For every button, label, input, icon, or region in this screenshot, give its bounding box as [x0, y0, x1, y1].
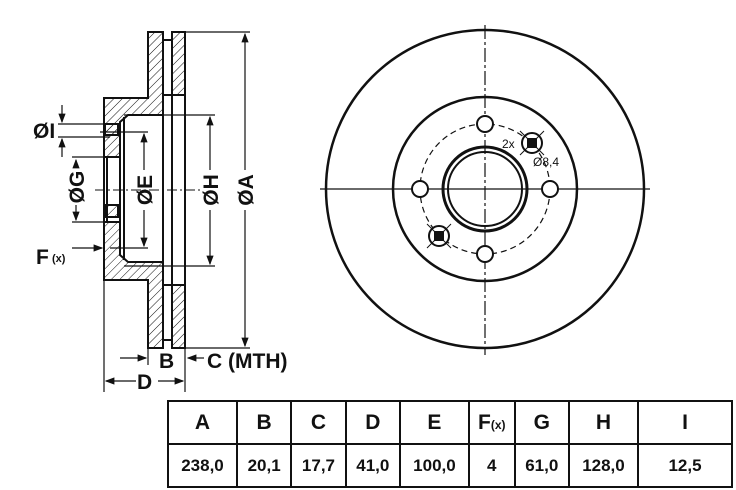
- label-c-mth: C (MTH): [207, 350, 287, 373]
- table-header-row: A B C D E F(x) G H I: [167, 400, 733, 445]
- label-f: F: [36, 246, 49, 269]
- center-bore-outer: [441, 145, 529, 233]
- value-h: 128,0: [567, 443, 640, 488]
- hole-count-label: 2x: [502, 137, 515, 151]
- bolt-hole: [411, 180, 429, 198]
- header-g: G: [513, 400, 570, 445]
- header-h: H: [567, 400, 640, 445]
- label-d: D: [137, 371, 152, 394]
- label-dia-h: ØH: [200, 174, 223, 206]
- header-c: C: [290, 400, 347, 445]
- center-bore-inner: [447, 151, 523, 227]
- threaded-hole: [426, 223, 452, 249]
- bolt-hole: [541, 180, 559, 198]
- header-f: F(x): [467, 400, 516, 445]
- value-g: 61,0: [513, 443, 570, 488]
- value-f: 4: [467, 443, 516, 488]
- header-b: B: [235, 400, 293, 445]
- threaded-hole: [519, 130, 545, 156]
- value-b: 20,1: [235, 443, 293, 488]
- header-a: A: [167, 400, 238, 445]
- label-dia-g: ØG: [66, 171, 89, 204]
- front-view: [320, 25, 650, 355]
- bolt-hole: [476, 115, 494, 133]
- outer-rim: [324, 28, 646, 350]
- label-dia-e: ØE: [134, 175, 157, 205]
- hub-circle: [391, 95, 579, 283]
- value-i: 12,5: [637, 443, 733, 488]
- value-a: 238,0: [167, 443, 238, 488]
- bolt-hole: [476, 245, 494, 263]
- side-view: [95, 31, 200, 349]
- value-c: 17,7: [290, 443, 347, 488]
- value-e: 100,0: [398, 443, 470, 488]
- dimensions-table: A B C D E F(x) G H I 238,0 20,1 17,7 41,…: [167, 400, 733, 488]
- header-d: D: [344, 400, 401, 445]
- label-dia-i: ØI: [33, 120, 55, 143]
- label-dia-a: ØA: [235, 174, 258, 206]
- label-b: B: [159, 350, 174, 373]
- hole-diameter-label: Ø8,4: [533, 155, 559, 169]
- dimension-lines: [58, 31, 250, 392]
- label-f-sub: (x): [52, 253, 66, 265]
- header-f-sub: (x): [490, 417, 506, 432]
- header-f-letter: F: [478, 410, 491, 434]
- header-e: E: [398, 400, 470, 445]
- value-d: 41,0: [344, 443, 401, 488]
- table-row: 238,0 20,1 17,7 41,0 100,0 4 61,0 128,0 …: [167, 443, 733, 488]
- header-i: I: [637, 400, 733, 445]
